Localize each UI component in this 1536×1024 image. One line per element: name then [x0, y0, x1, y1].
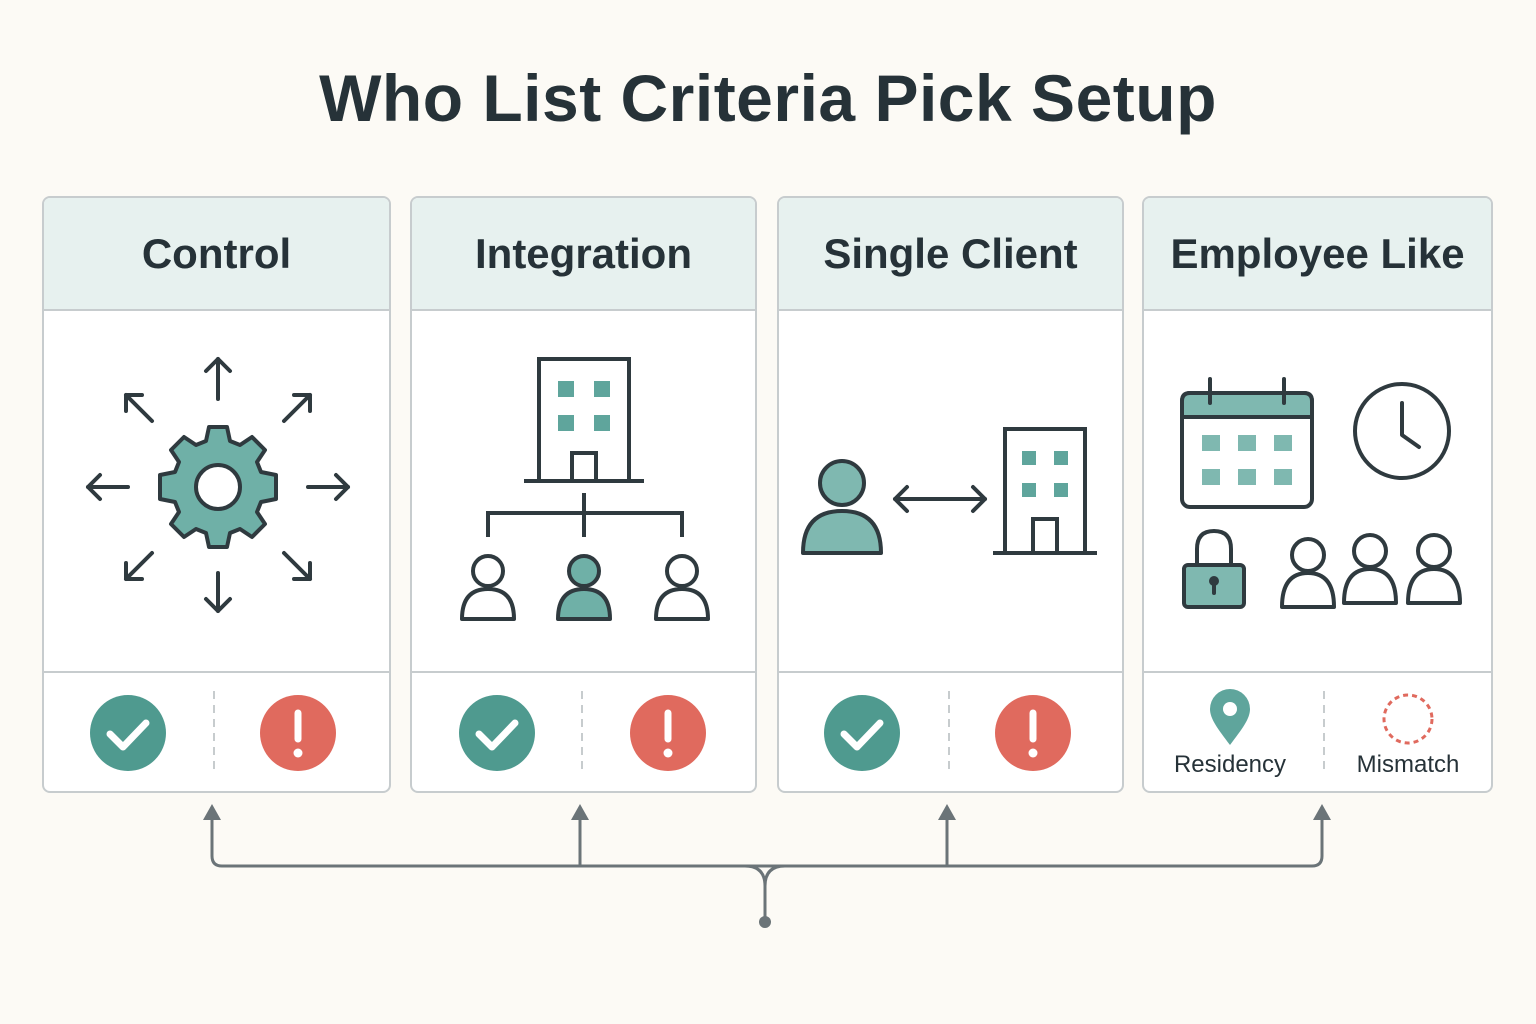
lock-icon: [1182, 528, 1246, 609]
arrow-head: [203, 804, 221, 820]
card-body: [1144, 311, 1491, 673]
location-pin-icon: [1210, 689, 1250, 745]
check-icon: [459, 695, 535, 771]
card-employee-like: Employee Like: [1142, 196, 1493, 793]
card-footer: [44, 673, 389, 791]
origin-dot: [759, 916, 771, 928]
card-header: Integration: [412, 198, 755, 311]
single-client-illustration: [801, 427, 1097, 555]
alert-icon: [260, 695, 336, 771]
page-title: Who List Criteria Pick Setup: [319, 61, 1217, 135]
user-icon: [460, 554, 516, 621]
user-icon: [801, 459, 883, 555]
alert-icon: [630, 695, 706, 771]
arrow-head: [938, 804, 956, 820]
card-footer: [412, 673, 755, 791]
building-icon: [524, 357, 644, 483]
mismatch-label: Mismatch: [1356, 751, 1460, 778]
user-icon: [654, 554, 710, 621]
card-integration: Integration: [410, 196, 757, 793]
card-title: Employee Like: [1170, 229, 1465, 277]
org-chart-icon: [486, 493, 684, 537]
user-icon: [556, 554, 612, 621]
card-single-client: Single Client: [777, 196, 1124, 793]
card-header: Employee Like: [1144, 198, 1491, 311]
user-icon: [1342, 533, 1398, 605]
arrow-head: [1313, 804, 1331, 820]
card-control: Control: [42, 196, 391, 793]
card-footer: Residency Mismatch: [1144, 673, 1491, 791]
arrow-head: [571, 804, 589, 820]
employee-like-illustration: [1180, 377, 1462, 609]
card-title: Control: [141, 229, 292, 277]
control-illustration: [86, 357, 350, 613]
calendar-icon: [1180, 377, 1314, 509]
card-body: [779, 311, 1122, 673]
check-icon: [90, 695, 166, 771]
user-icon: [1406, 533, 1462, 605]
card-title: Single Client: [823, 229, 1078, 277]
card-body: [412, 311, 755, 673]
card-header: Single Client: [779, 198, 1122, 311]
card-title: Integration: [475, 229, 692, 277]
gear-icon: [158, 425, 278, 549]
alert-icon: [995, 695, 1071, 771]
arrow-icon: [86, 357, 350, 613]
card-footer: [779, 673, 1122, 791]
building-icon: [993, 427, 1097, 555]
user-icon: [1280, 537, 1336, 609]
integration-illustration: [460, 357, 710, 621]
double-arrow-icon: [893, 485, 987, 513]
dashed-circle-icon: [1382, 693, 1434, 745]
card-header: Control: [44, 198, 389, 311]
check-icon: [824, 695, 900, 771]
residency-label: Residency: [1173, 751, 1287, 778]
card-body: [44, 311, 389, 673]
clock-icon: [1353, 382, 1451, 480]
